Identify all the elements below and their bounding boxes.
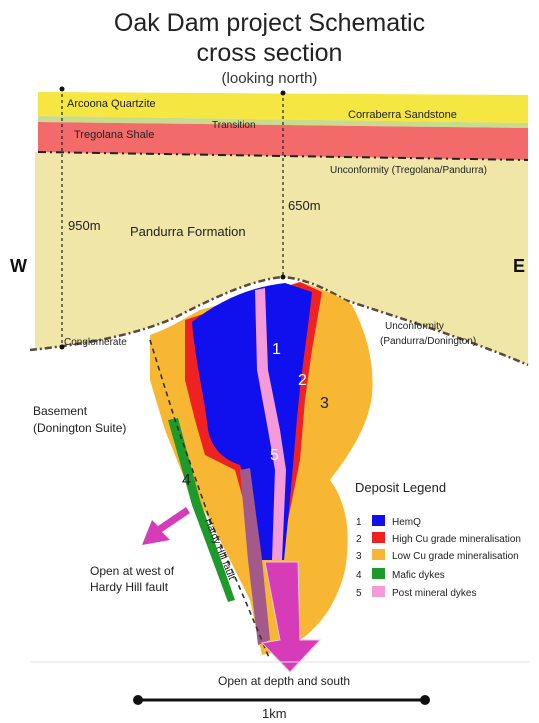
legend-swatch-hemq xyxy=(372,515,385,526)
scale-bar-right-end xyxy=(420,695,430,705)
scale-bar-left-end xyxy=(133,695,143,705)
label-tregolana-shale: Tregolana Shale xyxy=(74,129,154,141)
legend-label-low-cu: Low Cu grade mineralisation xyxy=(392,551,519,562)
label-depth-950m: 950m xyxy=(68,218,101,233)
legend-num-5: 5 xyxy=(356,588,362,599)
legend-title: Deposit Legend xyxy=(355,480,446,495)
label-pandurra-formation: Pandurra Formation xyxy=(130,224,246,239)
legend-label-mafic: Mafic dykes xyxy=(392,570,445,581)
zone-number-1: 1 xyxy=(272,341,281,358)
label-conglomerate: Conglomerate xyxy=(64,337,127,348)
legend-num-2: 2 xyxy=(356,534,362,545)
legend-swatch-mafic xyxy=(372,568,385,579)
label-corraberra-sandstone: Corraberra Sandstone xyxy=(348,109,457,121)
label-lower-unconformity-1: Unconformity xyxy=(385,321,444,332)
label-depth-650m: 650m xyxy=(288,198,321,213)
legend-swatch-high-cu xyxy=(372,532,385,543)
legend-swatch-low-cu xyxy=(372,549,385,560)
zone-number-2: 2 xyxy=(298,372,307,389)
zone-number-5: 5 xyxy=(270,447,279,464)
depth-line-650m-bottom-marker xyxy=(281,275,286,280)
zone-number-3: 3 xyxy=(320,395,329,412)
legend-label-high-cu: High Cu grade mineralisation xyxy=(392,534,521,545)
label-arcoona-quartzite: Arcoona Quartzite xyxy=(67,98,156,110)
label-open-west-1: Open at west of xyxy=(90,564,175,578)
open-west-arrow xyxy=(142,507,190,545)
legend-label-hemq: HemQ xyxy=(392,517,421,528)
depth-line-950m-top-marker xyxy=(60,87,65,92)
label-upper-unconformity: Unconformity (Tregolana/Pandurra) xyxy=(330,165,487,176)
legend-num-1: 1 xyxy=(356,517,362,528)
compass-west: W xyxy=(10,256,27,276)
label-basement-1: Basement xyxy=(33,404,88,418)
label-open-depth: Open at depth and south xyxy=(218,674,350,688)
legend-num-3: 3 xyxy=(356,551,362,562)
label-lower-unconformity-2: (Pandurra/Donington) xyxy=(380,336,476,347)
legend-label-post-mineral: Post mineral dykes xyxy=(392,588,476,599)
zone-number-4: 4 xyxy=(182,472,191,489)
depth-line-650m-top-marker xyxy=(281,91,286,96)
scale-bar-label: 1km xyxy=(262,706,287,721)
compass-east: E xyxy=(513,256,525,276)
label-transition: Transition xyxy=(212,120,256,131)
legend-num-4: 4 xyxy=(356,570,362,581)
label-basement-2: (Donington Suite) xyxy=(33,421,126,435)
label-open-west-2: Hardy Hill fault xyxy=(90,580,169,594)
legend-swatch-post-mineral xyxy=(372,586,385,597)
